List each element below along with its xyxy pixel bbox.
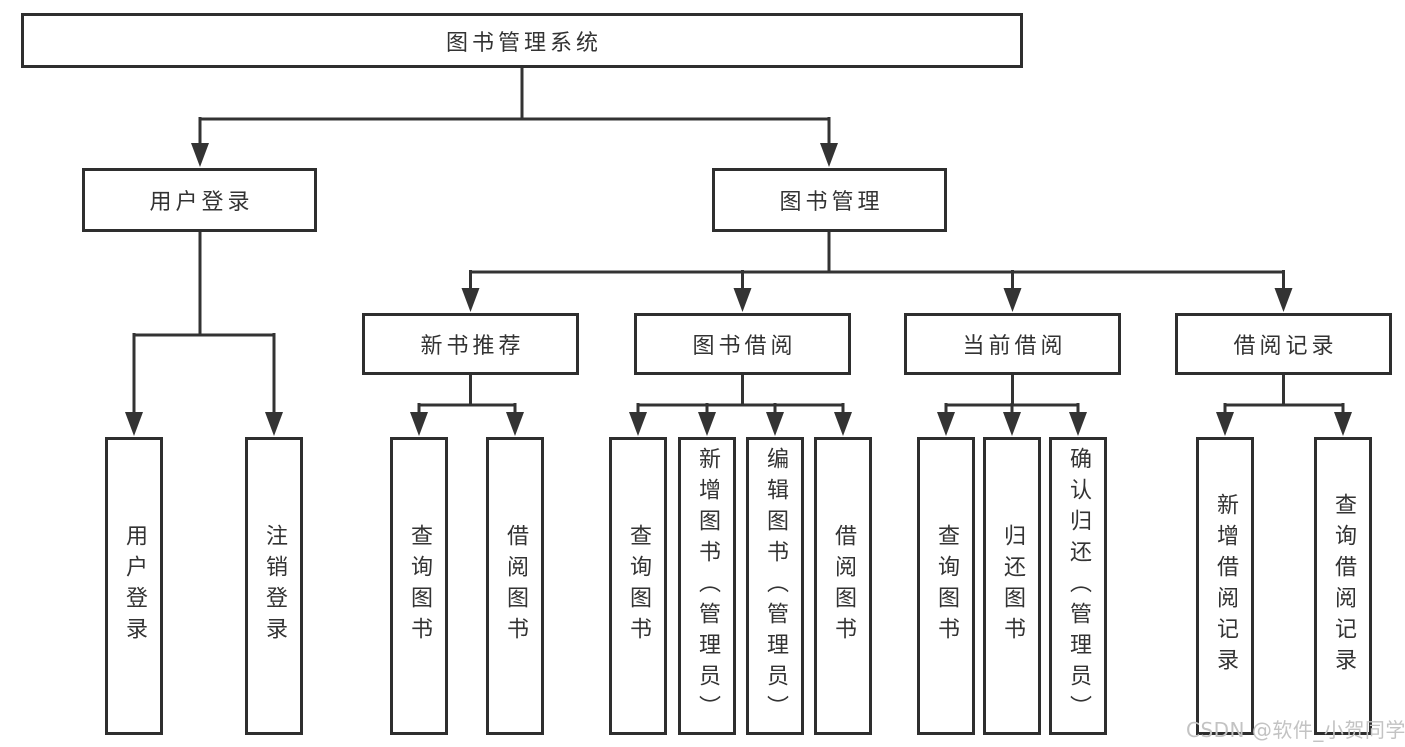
leaf-user-login: 用户登录 <box>105 437 163 735</box>
leaf-cb-query-books: 查询图书 <box>917 437 975 735</box>
node-label: 确认归还（管理员） <box>1066 446 1091 726</box>
node-label: 用户登录 <box>149 190 254 215</box>
node-label: 用户登录 <box>122 524 147 648</box>
leaf-bb-query-books: 查询图书 <box>609 437 667 735</box>
node-user-login: 用户登录 <box>82 168 317 232</box>
node-label: 图书管理系统 <box>445 30 602 56</box>
leaf-cb-return-books: 归还图书 <box>983 437 1041 735</box>
leaf-bb-add-books-admin: 新增图书（管理员） <box>678 437 736 735</box>
leaf-nbr-query-books: 查询图书 <box>390 437 448 735</box>
node-label: 当前借阅 <box>962 334 1067 359</box>
node-label: 图书借阅 <box>692 334 797 359</box>
node-label: 查询图书 <box>626 524 651 648</box>
csdn-watermark: CSDN @软件_小贺同学 <box>1186 718 1405 742</box>
leaf-bb-borrow-books: 借阅图书 <box>814 437 872 735</box>
node-label: 查询图书 <box>934 524 959 648</box>
leaf-br-query-borrow-record: 查询借阅记录 <box>1314 437 1372 735</box>
node-book-borrowing: 图书借阅 <box>634 313 851 375</box>
node-label: 查询借阅记录 <box>1331 493 1356 679</box>
node-label: 借阅图书 <box>503 524 528 648</box>
leaf-cb-confirm-return-admin: 确认归还（管理员） <box>1049 437 1107 735</box>
leaf-logout-login: 注销登录 <box>245 437 303 735</box>
node-label: 编辑图书（管理员） <box>763 446 788 726</box>
node-label: 借阅图书 <box>831 524 856 648</box>
node-new-book-recommendation: 新书推荐 <box>362 313 579 375</box>
leaf-bb-edit-books-admin: 编辑图书（管理员） <box>746 437 804 735</box>
node-borrowing-records: 借阅记录 <box>1175 313 1392 375</box>
node-label: 新增图书（管理员） <box>695 446 720 726</box>
node-label: 注销登录 <box>262 524 287 648</box>
node-label: 查询图书 <box>407 524 432 648</box>
leaf-br-add-borrow-record: 新增借阅记录 <box>1196 437 1254 735</box>
node-label: 新增借阅记录 <box>1213 493 1238 679</box>
leaf-nbr-borrow-books: 借阅图书 <box>486 437 544 735</box>
node-book-management: 图书管理 <box>712 168 947 232</box>
node-label: 归还图书 <box>1000 524 1025 648</box>
node-current-borrowing: 当前借阅 <box>904 313 1121 375</box>
node-label: 借阅记录 <box>1233 334 1338 359</box>
node-library-management-system: 图书管理系统 <box>21 13 1023 68</box>
node-label: 图书管理 <box>779 190 884 215</box>
node-label: 新书推荐 <box>420 334 525 359</box>
